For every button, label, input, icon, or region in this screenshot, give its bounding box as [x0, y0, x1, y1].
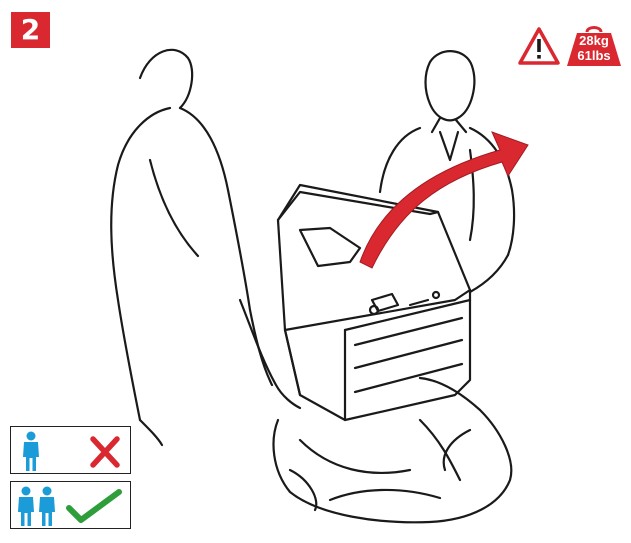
- weight-badge: 28kg 61lbs: [565, 24, 623, 68]
- two-people-icon: [18, 486, 55, 526]
- single-person-icon: [23, 431, 39, 471]
- lift-direction-arrow: [359, 131, 529, 269]
- left-person-figure: [110, 48, 302, 447]
- warning-triangle-icon: [518, 27, 560, 65]
- red-cross-icon: [90, 436, 120, 468]
- step-number-badge: 2: [11, 12, 50, 48]
- green-check-icon: [66, 489, 122, 523]
- printer-outline: [276, 183, 472, 422]
- weight-lbs-label: 61lbs: [577, 48, 611, 63]
- packaging-bag: [272, 376, 513, 524]
- one-person-panel: [10, 426, 131, 474]
- two-people-panel: [10, 481, 131, 529]
- weight-icon: [567, 26, 621, 66]
- right-person-figure: [378, 50, 516, 294]
- weight-kg-label: 28kg: [579, 33, 609, 48]
